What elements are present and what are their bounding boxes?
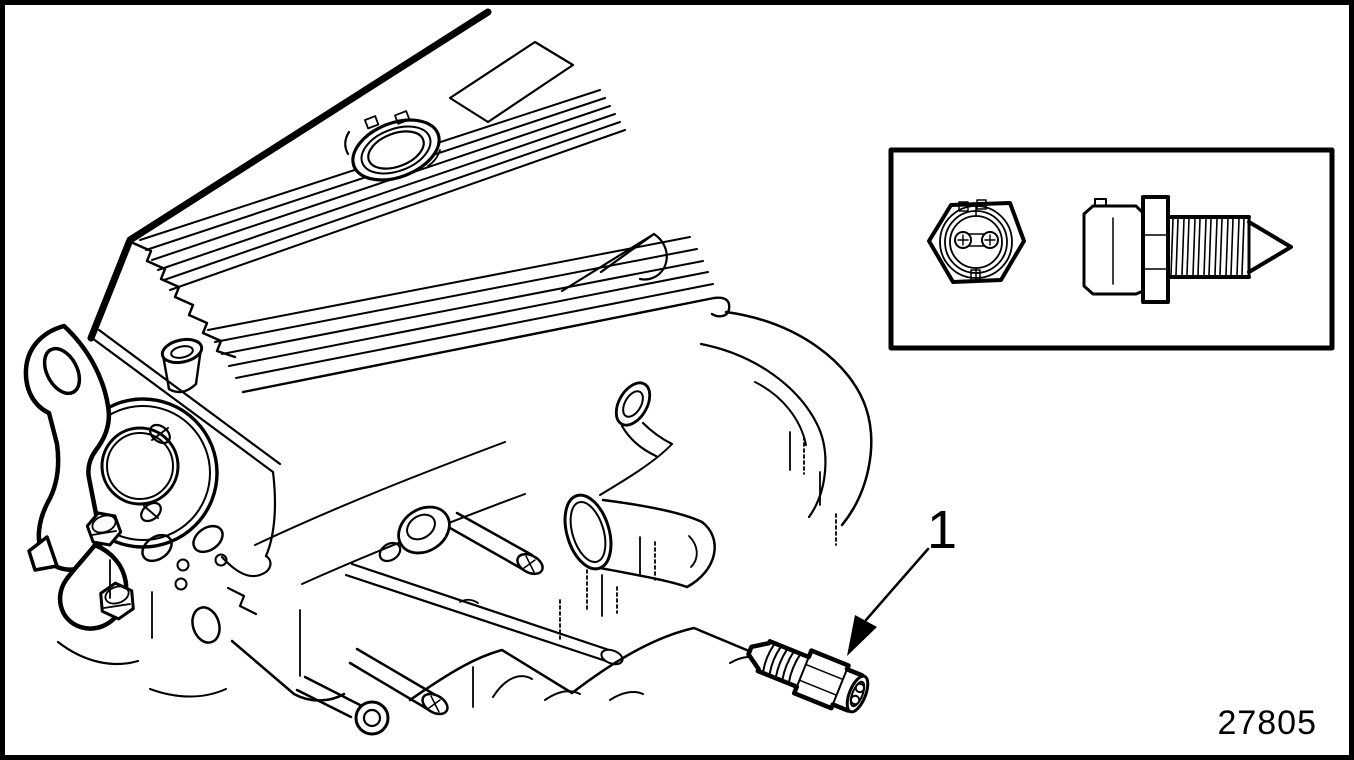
oil-filler-cap [344,110,441,182]
engine-illustration [23,8,1335,736]
hex-bolt-upper [85,511,123,547]
shading-hatches [109,431,837,708]
pin-left-icon [954,231,972,249]
arrowhead-icon [847,615,877,656]
figure-code: 27805 [1217,704,1317,742]
callout-1-label: 1 [927,500,958,560]
cylinder-head [67,337,526,644]
coolant-temperature-sensor [746,639,870,714]
cover-rib-ends [131,241,237,359]
coolant-pipes [295,381,716,736]
lifting-eye-hole [42,346,82,396]
sensor-front-view [927,199,1026,284]
pin-right-icon [981,231,999,249]
valve-cover [87,8,731,474]
lower-hose [295,675,390,736]
cover-top-edge [87,8,492,342]
callout-arrow [847,547,930,656]
oil-drain-tube [160,337,204,394]
detail-inset-box [888,147,1335,351]
hex-bolt-lower [99,581,135,621]
cover-label-patch [448,40,575,124]
engine-lower-contour [56,626,764,702]
manifold-runners [699,310,873,527]
mounting-stud-lower [348,647,449,716]
spark-plug-tube [378,505,451,563]
sensor-side-view [1082,195,1293,304]
mounting-stud-upper [448,511,544,576]
thread-hatching [1170,218,1245,276]
sensor-tip-cone [1247,220,1293,274]
